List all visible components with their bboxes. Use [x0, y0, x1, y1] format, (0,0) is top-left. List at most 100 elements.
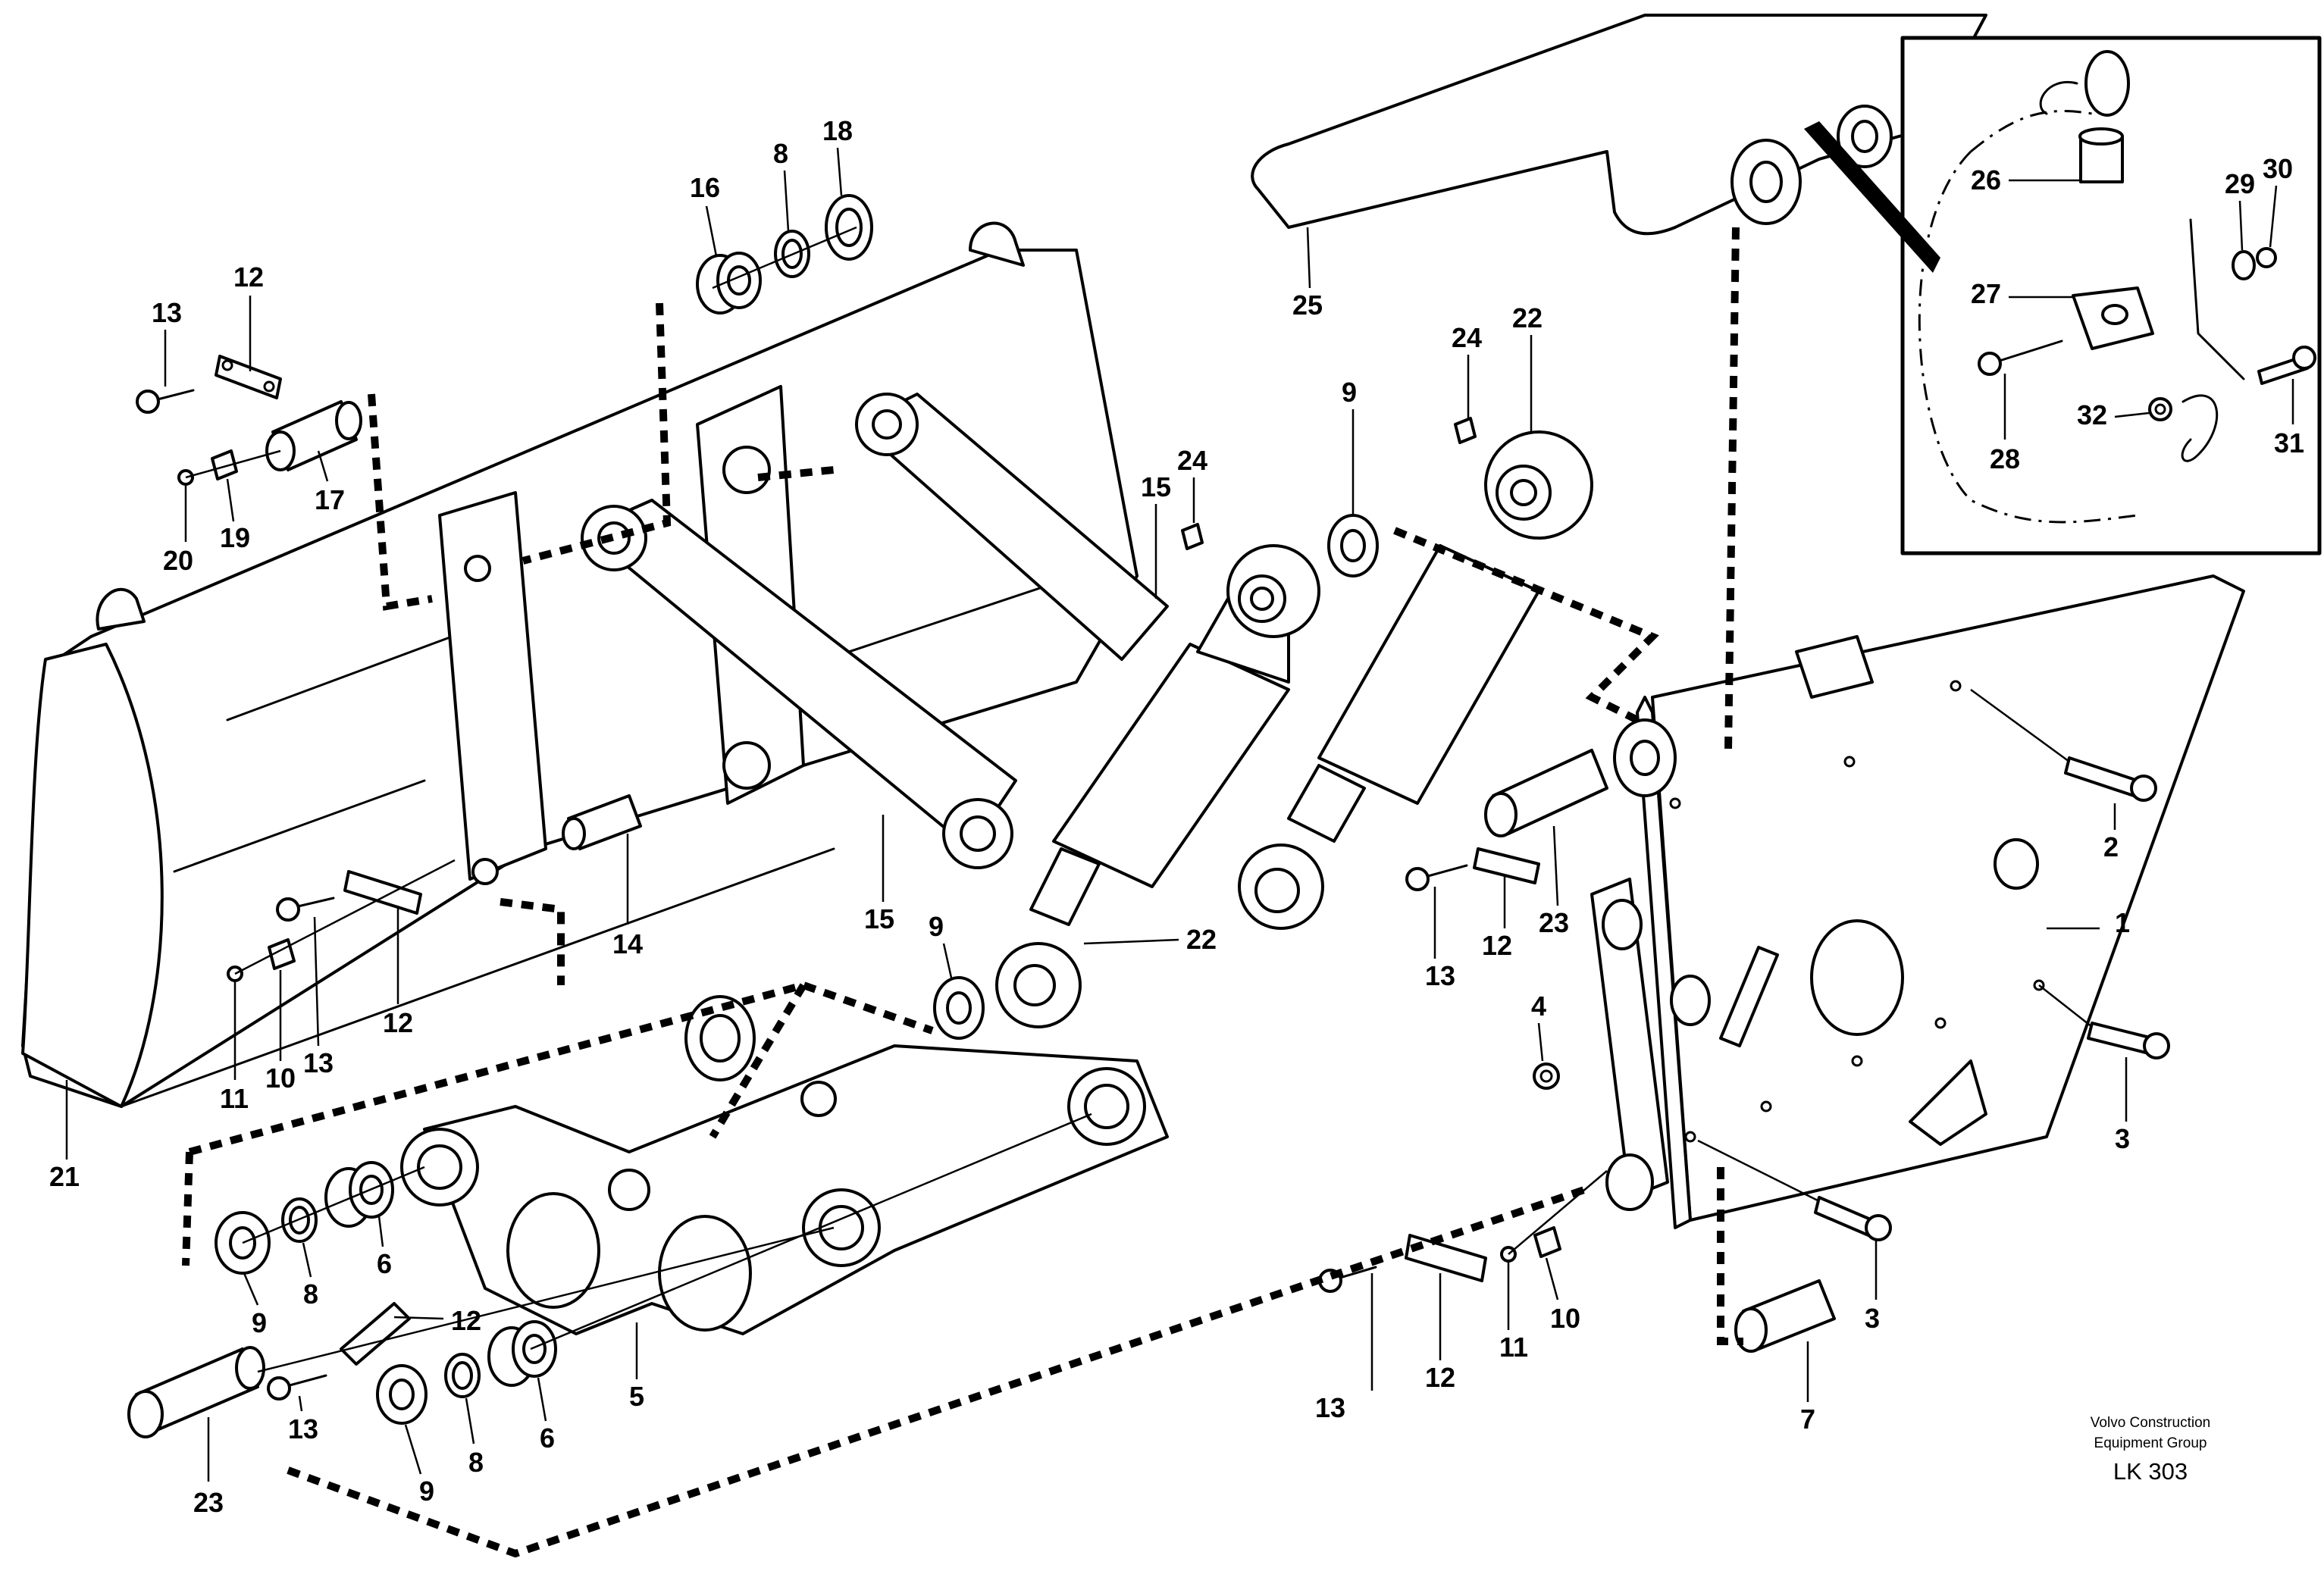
bolt-part-3-upper	[2038, 984, 2170, 1059]
callout-27: 27	[1971, 278, 2001, 309]
frame-part-1	[1590, 574, 2245, 1229]
plate-part-12-top	[215, 355, 282, 399]
washer-part-29	[2232, 250, 2256, 280]
callout-26: 26	[1971, 164, 2001, 196]
callout-19: 19	[220, 522, 250, 553]
clamp-part-27	[2072, 286, 2154, 350]
callout-31: 31	[2274, 427, 2304, 458]
callout-9-cyl-right: 9	[1342, 377, 1357, 408]
callout-13-mid: 13	[303, 1047, 334, 1078]
bolt-part-13-right	[1405, 864, 1468, 891]
callout-4: 4	[1531, 991, 1546, 1022]
callout-11-right: 11	[1499, 1332, 1528, 1363]
bolt-part-13-bottom-left	[267, 1374, 327, 1401]
callout-12-mid: 12	[383, 1007, 413, 1038]
callout-11-left: 11	[220, 1083, 249, 1114]
brand-line-2: Equipment Group	[2094, 1435, 2207, 1451]
bucket-part-21	[21, 221, 1139, 1108]
lock-pin-part-26	[2039, 50, 2130, 183]
callout-9-left: 9	[252, 1307, 267, 1338]
grease-nipple-part-24-right	[1454, 417, 1477, 444]
callout-6-bottom: 6	[540, 1422, 555, 1454]
bolt-part-13-mid	[276, 897, 335, 922]
callout-20: 20	[163, 545, 193, 576]
callout-24-right: 24	[1452, 322, 1482, 353]
callout-25: 25	[1292, 289, 1323, 321]
callout-1: 1	[2115, 907, 2130, 938]
callout-10-left: 10	[265, 1063, 296, 1094]
nut-part-4	[1533, 1063, 1560, 1090]
washer-part-9-cyl-right	[1327, 514, 1379, 577]
callout-3-lower: 3	[1865, 1303, 1880, 1334]
callout-30: 30	[2263, 153, 2293, 184]
callout-12-bottom-left: 12	[451, 1305, 481, 1336]
dashed-connections	[182, 227, 1743, 1558]
callout-13-right: 13	[1425, 960, 1455, 991]
callout-12-top: 12	[233, 261, 264, 293]
nipple-part-10-right	[1533, 1226, 1561, 1258]
pin-part-23-right	[1484, 749, 1608, 837]
pin-part-14	[562, 794, 642, 850]
pin-part-7	[1734, 1279, 1836, 1353]
callouts: 1 2 3 3 4 5 6 6 7 8 8 8 9 9 9 9 10 10	[49, 115, 2304, 1518]
pin-part-23-left	[127, 1346, 265, 1438]
callout-13-top: 13	[152, 297, 182, 328]
callout-16: 16	[690, 172, 720, 203]
callout-8-bottom: 8	[468, 1447, 484, 1478]
bolt-part-31	[2257, 346, 2316, 385]
callout-9-cyl-left: 9	[929, 911, 944, 942]
callout-3-upper: 3	[2115, 1123, 2130, 1154]
footer-brand: Volvo Construction Equipment Group LK 30…	[2091, 1415, 2210, 1485]
diagram-code: LK 303	[2113, 1458, 2188, 1485]
callout-22-top: 22	[1512, 302, 1543, 333]
callout-17: 17	[315, 484, 345, 515]
callout-21: 21	[49, 1161, 80, 1192]
pin-part-17	[265, 400, 362, 471]
callout-22-bottom: 22	[1186, 924, 1217, 955]
callout-8-top: 8	[773, 138, 788, 169]
bolt-part-2	[1970, 688, 2157, 802]
callout-2: 2	[2103, 831, 2119, 862]
bolt-part-13-top	[136, 389, 195, 414]
bolt-part-28	[1978, 340, 2063, 376]
callout-6-left: 6	[377, 1248, 392, 1279]
callout-12-bottom-right: 12	[1425, 1362, 1455, 1393]
plate-part-12-right	[1473, 847, 1540, 884]
callout-15-bottom: 15	[864, 903, 894, 934]
callout-7: 7	[1800, 1404, 1815, 1435]
callout-5: 5	[629, 1381, 644, 1412]
nut-part-32	[2148, 394, 2219, 462]
cylinder-part-22-left	[995, 544, 1320, 1028]
callout-9-bottom: 9	[419, 1476, 434, 1507]
brand-line-1: Volvo Construction	[2091, 1415, 2210, 1431]
callout-18: 18	[822, 115, 853, 146]
bolt-part-13-bottom-right	[1318, 1266, 1377, 1293]
washer-part-9-bottom	[376, 1364, 428, 1425]
callout-32: 32	[2077, 399, 2107, 430]
plate-part-12-mid	[343, 870, 422, 915]
plate-part-12-bottom-left	[340, 1302, 411, 1366]
callout-14: 14	[612, 928, 643, 959]
callout-23-right: 23	[1539, 907, 1569, 938]
callout-13-bottom-right: 13	[1315, 1392, 1345, 1423]
callout-28: 28	[1990, 443, 2020, 474]
washer-part-9-cyl-left	[933, 976, 985, 1040]
bolt-part-3-lower	[1697, 1139, 1892, 1241]
cylinder-part-22-right	[1238, 430, 1593, 930]
nut-part-30	[2256, 247, 2277, 268]
callout-23-left: 23	[193, 1487, 224, 1518]
callout-29: 29	[2225, 168, 2255, 199]
callout-24-left: 24	[1177, 445, 1207, 476]
nipple-part-19	[211, 449, 238, 480]
plate-part-12-bottom-right	[1405, 1234, 1487, 1282]
linkage-part-5	[400, 995, 1169, 1335]
washer-part-18	[825, 194, 873, 261]
bushing-part-16	[696, 252, 762, 315]
grease-nipple-part-24-left	[1181, 523, 1204, 550]
ring-part-8-bottom	[444, 1353, 481, 1398]
bushing-part-6-bottom	[487, 1320, 557, 1387]
callout-15-top: 15	[1141, 471, 1171, 502]
callout-13-bottom-left: 13	[288, 1413, 318, 1444]
callout-8-left: 8	[303, 1278, 318, 1310]
